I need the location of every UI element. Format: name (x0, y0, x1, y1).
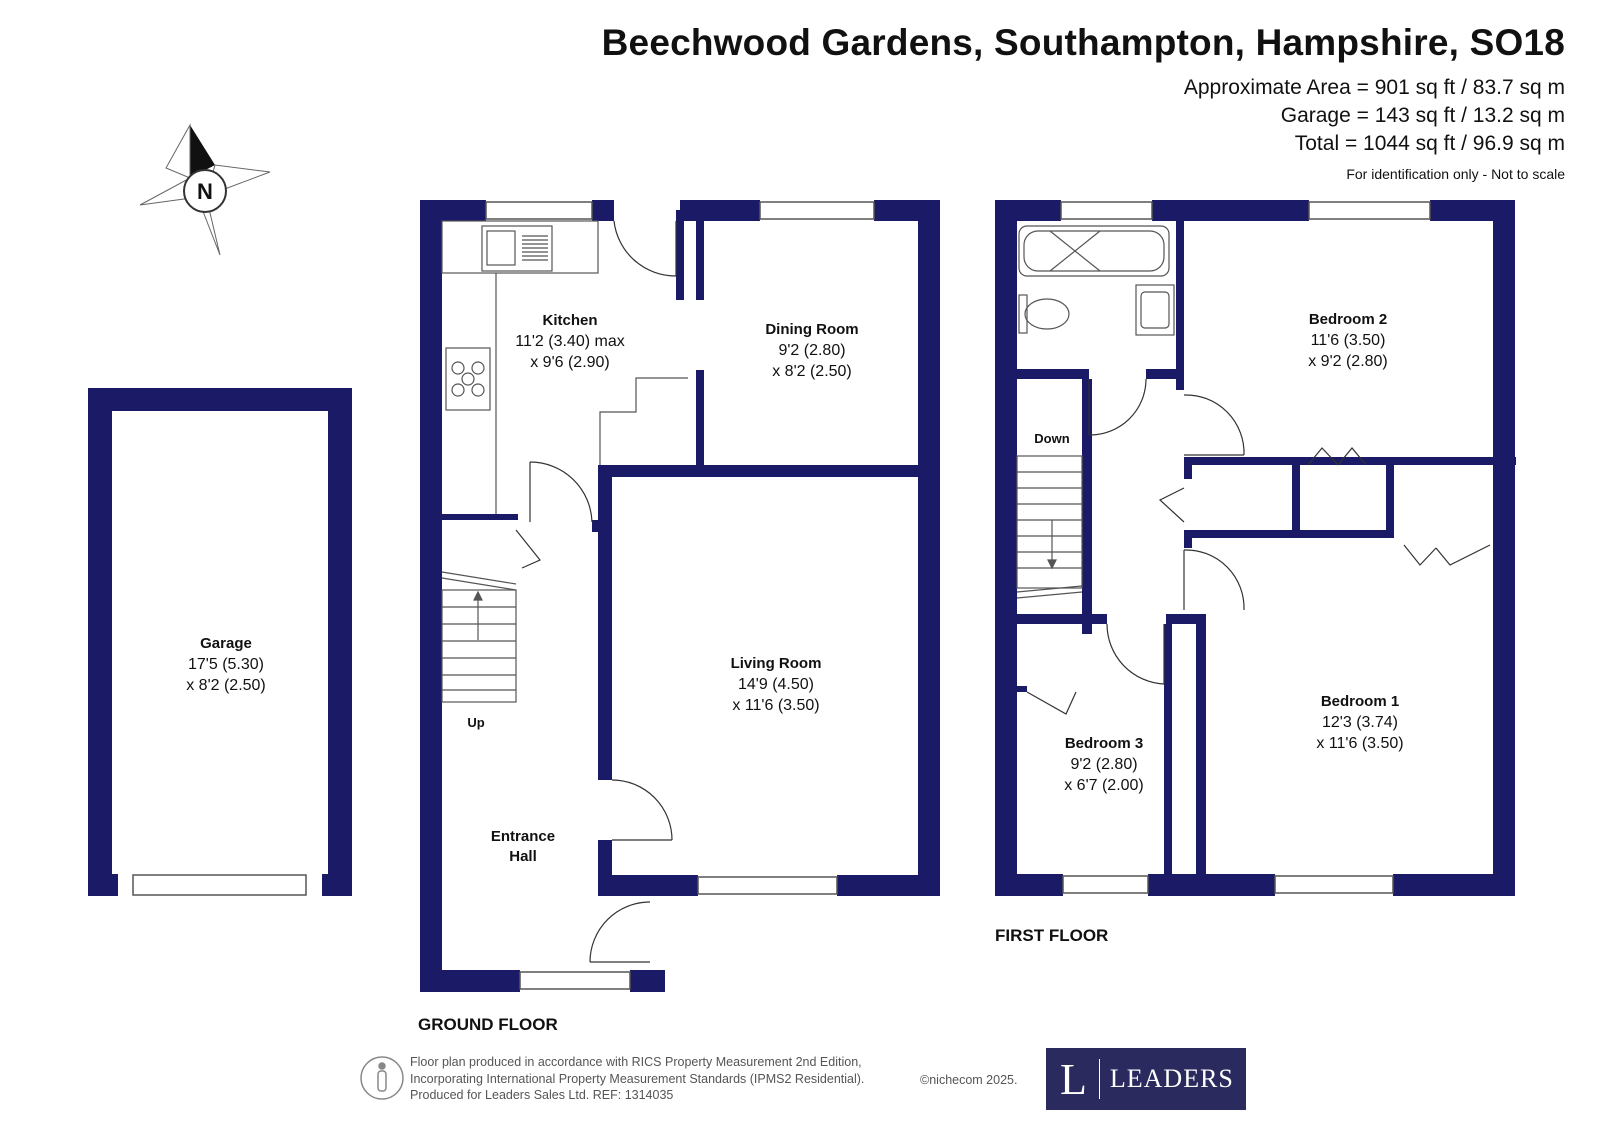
bedroom-2-name: Bedroom 2 (1309, 311, 1387, 328)
dining-room-name: Dining Room (765, 321, 858, 338)
garage-dim2: x 8'2 (2.50) (186, 677, 266, 694)
garage-area: Garage = 143 sq ft / 13.2 sq m (1280, 104, 1565, 127)
living-room-name: Living Room (731, 655, 822, 672)
footer-line-3: Produced for Leaders Sales Ltd. REF: 131… (410, 1088, 674, 1102)
bedroom-1-name: Bedroom 1 (1321, 693, 1399, 710)
first-floor-windows (1060, 201, 1431, 894)
stairs-up (441, 571, 517, 703)
stairs-down-label: Down (1034, 431, 1069, 446)
approximate-area: Approximate Area = 901 sq ft / 83.7 sq m (1183, 76, 1565, 99)
bedroom-3-name: Bedroom 3 (1065, 735, 1143, 752)
logo-name: LEADERS (1109, 1064, 1234, 1093)
kitchen-name: Kitchen (542, 312, 597, 329)
dining-room-dim2: x 8'2 (2.50) (772, 363, 852, 380)
footer-notice: Floor plan produced in accordance with R… (410, 1054, 864, 1104)
compass-north-label: N (197, 179, 213, 204)
ground-floor-windows (485, 201, 875, 990)
copyright-text: ©nichecom 2025. (920, 1073, 1018, 1087)
ground-floor-walls (420, 200, 940, 992)
person-measure-icon (360, 1056, 404, 1100)
leaders-logo: L LEADERS (1046, 1048, 1246, 1110)
stairs-up-label: Up (467, 715, 484, 730)
logo-letter: L (1060, 1054, 1087, 1104)
ground-floor-label: GROUND FLOOR (418, 1015, 558, 1034)
kitchen-fixtures (441, 220, 688, 514)
garage-dim1: 17'5 (5.30) (188, 656, 264, 673)
dining-room-dim1: 9'2 (2.80) (778, 342, 845, 359)
disclaimer-note: For identification only - Not to scale (1346, 166, 1565, 182)
compass-icon: N (139, 123, 271, 256)
garage-name: Garage (200, 635, 252, 652)
kitchen-dim1: 11'2 (3.40) max (515, 333, 624, 350)
first-floor-label: FIRST FLOOR (995, 926, 1108, 945)
stairs-down (1016, 455, 1083, 599)
bedroom-2-dim1: 11'6 (3.50) (1311, 332, 1386, 349)
garage-walls (88, 388, 352, 896)
first-floor-doors (1026, 378, 1491, 715)
first-floor-walls (995, 200, 1516, 896)
ground-floor-doors (515, 220, 677, 963)
property-title: Beechwood Gardens, Southampton, Hampshir… (601, 22, 1565, 63)
kitchen-dim2: x 9'6 (2.90) (530, 354, 610, 371)
entrance-hall-name-line2: Hall (509, 848, 537, 865)
logo-divider (1098, 1059, 1100, 1099)
footer-line-1: Floor plan produced in accordance with R… (410, 1055, 862, 1069)
entrance-hall-name-line1: Entrance (491, 828, 555, 845)
bedroom-2-dim2: x 9'2 (2.80) (1308, 353, 1388, 370)
garage-door (132, 874, 307, 896)
bedroom-3-dim2: x 6'7 (2.00) (1064, 777, 1144, 794)
living-room-dim1: 14'9 (4.50) (738, 676, 814, 693)
total-area: Total = 1044 sq ft / 96.9 sq m (1294, 132, 1565, 155)
bedroom-3-dim1: 9'2 (2.80) (1070, 756, 1137, 773)
bathroom-fixtures (1018, 225, 1175, 336)
bedroom-1-dim1: 12'3 (3.74) (1322, 714, 1398, 731)
bedroom-1-dim2: x 11'6 (3.50) (1316, 735, 1403, 752)
living-room-dim2: x 11'6 (3.50) (732, 697, 819, 714)
footer-line-2: Incorporating International Property Mea… (410, 1071, 865, 1086)
